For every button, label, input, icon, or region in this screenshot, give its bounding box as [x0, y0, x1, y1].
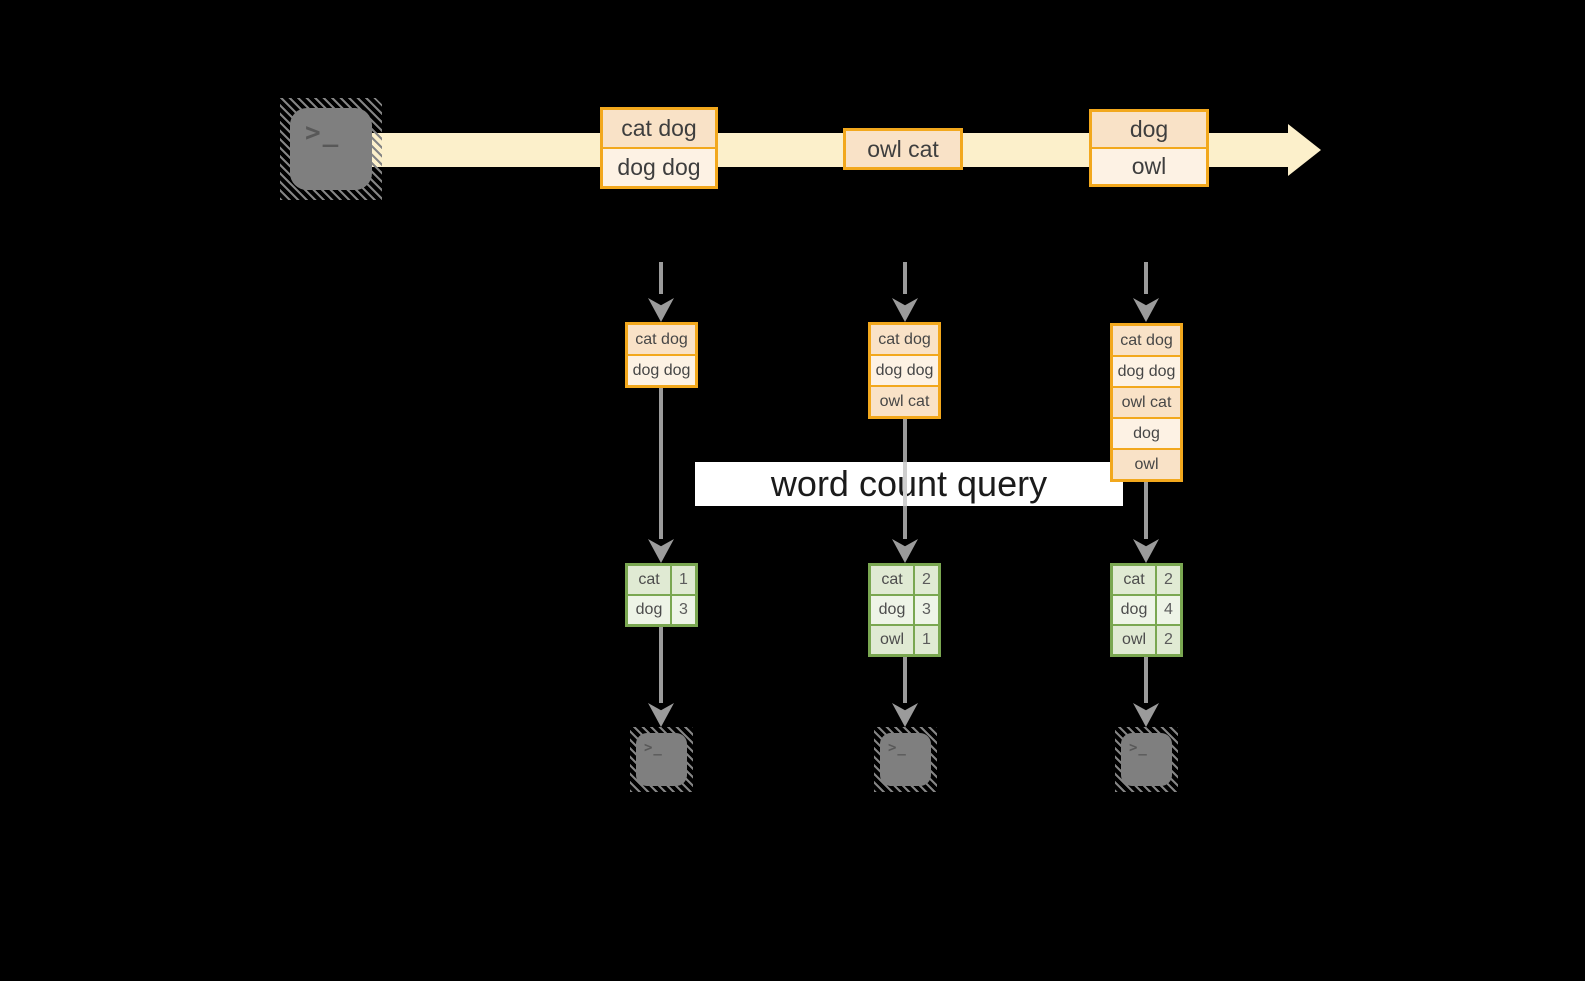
terminal-screen: >_	[636, 733, 687, 786]
state-row: dog dog	[871, 354, 938, 385]
count-row: dog 3	[628, 594, 695, 624]
count-row: owl 1	[871, 624, 938, 654]
count-word-cell: dog	[635, 601, 663, 618]
count-row: cat 2	[1113, 566, 1180, 594]
terminal-screen: >_	[880, 733, 931, 786]
connector-line	[903, 657, 907, 703]
query-banner: word count query	[695, 462, 1123, 506]
state-row: owl cat	[871, 385, 938, 416]
state-row: dog	[1113, 417, 1180, 448]
terminal-prompt-icon: >_	[1129, 740, 1148, 756]
terminal-prompt-icon: >_	[305, 118, 341, 148]
arrow-down-icon	[892, 703, 918, 727]
arrow-down-icon	[1133, 703, 1159, 727]
terminal-screen: >_	[290, 108, 372, 190]
count-row: owl 2	[1113, 624, 1180, 654]
count-word-cell: cat	[881, 571, 903, 588]
output-terminal-icon: >_	[1115, 727, 1178, 792]
word-count-table: cat 2 dog 3 owl 1	[868, 563, 941, 657]
count-word-cell: dog	[878, 601, 906, 618]
stream-event-line: dog	[1092, 112, 1206, 147]
arrow-down-icon	[648, 298, 674, 322]
count-value-cell: 1	[670, 566, 695, 594]
count-value-cell: 1	[913, 626, 938, 654]
state-row: dog dog	[1113, 355, 1180, 386]
count-value-cell: 3	[913, 596, 938, 624]
state-row: owl	[1113, 448, 1180, 479]
connector-line	[1144, 482, 1148, 539]
dashed-arrow-line	[659, 262, 663, 294]
state-row: cat dog	[871, 325, 938, 354]
state-row: dog dog	[628, 354, 695, 385]
arrow-down-icon	[892, 298, 918, 322]
stream-event-box: owl cat	[843, 128, 963, 170]
query-banner-label: word count query	[770, 463, 1048, 504]
state-row: cat dog	[628, 325, 695, 354]
terminal-prompt-icon: >_	[888, 740, 907, 756]
stream-event-line: cat dog	[603, 110, 715, 147]
dashed-arrow-line	[1144, 262, 1148, 294]
stream-event-line: owl	[1092, 147, 1206, 184]
count-value-cell: 2	[1155, 566, 1180, 594]
stream-event-line: owl cat	[846, 131, 960, 167]
arrow-down-icon	[1133, 298, 1159, 322]
arrow-down-icon	[648, 703, 674, 727]
count-row: cat 1	[628, 566, 695, 594]
connector-line	[1144, 657, 1148, 703]
connector-line	[659, 627, 663, 703]
count-value-cell: 4	[1155, 596, 1180, 624]
connector-line-through-banner	[903, 462, 907, 506]
count-row: dog 3	[871, 594, 938, 624]
terminal-prompt-icon: >_	[644, 740, 663, 756]
count-row: cat 2	[871, 566, 938, 594]
count-word-cell: owl	[1121, 631, 1146, 648]
count-row: dog 4	[1113, 594, 1180, 624]
count-word-cell: owl	[879, 631, 904, 648]
state-row: cat dog	[1113, 326, 1180, 355]
arrow-down-icon	[1133, 539, 1159, 563]
output-terminal-icon: >_	[630, 727, 693, 792]
connector-line	[659, 387, 663, 539]
dashed-arrow-line	[903, 262, 907, 294]
output-terminal-icon: >_	[874, 727, 937, 792]
state-row: owl cat	[1113, 386, 1180, 417]
word-count-table: cat 2 dog 4 owl 2	[1110, 563, 1183, 657]
word-count-table: cat 1 dog 3	[625, 563, 698, 627]
stream-arrowhead-icon	[1288, 124, 1321, 176]
terminal-screen: >_	[1121, 733, 1172, 786]
count-word-cell: cat	[638, 571, 660, 588]
count-value-cell: 2	[913, 566, 938, 594]
count-value-cell: 2	[1155, 626, 1180, 654]
count-word-cell: dog	[1120, 601, 1148, 618]
count-word-cell: cat	[1123, 571, 1145, 588]
arrow-down-icon	[892, 539, 918, 563]
arrow-down-icon	[648, 539, 674, 563]
source-terminal-icon: >_	[280, 98, 382, 200]
count-value-cell: 3	[670, 596, 695, 624]
stream-event-line: dog dog	[603, 147, 715, 186]
